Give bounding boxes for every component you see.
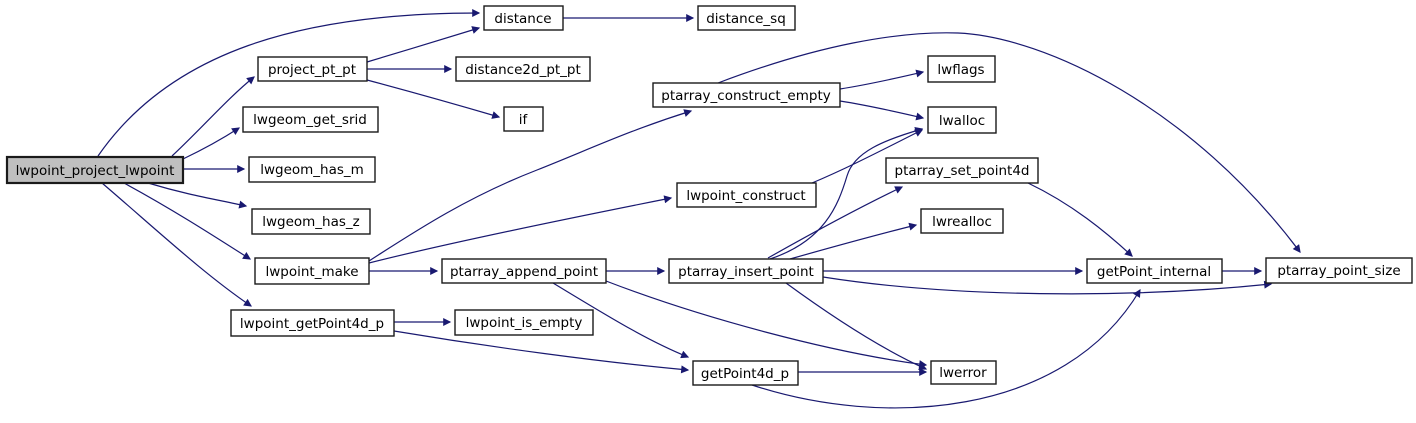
node-box xyxy=(920,208,1004,234)
node-label: lwerror xyxy=(939,365,987,381)
node-box xyxy=(1086,258,1223,284)
node-lwpoint_make[interactable]: lwpoint_make xyxy=(254,257,370,285)
edge-lwpoint_construct-lwalloc xyxy=(811,129,924,184)
node-label: lwpoint_project_lwpoint xyxy=(16,163,175,179)
node-box xyxy=(455,56,591,82)
node-if[interactable]: if xyxy=(503,106,544,132)
node-label: lwgeom_has_z xyxy=(262,214,360,230)
edge-ptarray_insert_point-ptarray_point_size xyxy=(822,276,1273,295)
edge-ptarray_insert_point-lwalloc xyxy=(769,127,924,260)
edge-project_pt_pt-distance xyxy=(366,26,481,63)
node-lwpoint_construct[interactable]: lwpoint_construct xyxy=(676,182,817,208)
edge-ptarray_append_point-getPoint4d_p xyxy=(552,282,690,359)
node-box xyxy=(483,5,564,31)
node-box xyxy=(254,257,370,285)
node-ptarray_append_point[interactable]: ptarray_append_point xyxy=(441,258,607,284)
node-box xyxy=(927,106,997,134)
node-getPoint_internal[interactable]: getPoint_internal xyxy=(1086,258,1223,284)
edge-ptarray_append_point-lwerror xyxy=(605,280,928,369)
node-label: lwpoint_is_empty xyxy=(466,315,583,331)
node-box xyxy=(257,56,368,82)
edge-getPoint4d_p-getPoint_internal xyxy=(751,288,1141,409)
edge-lwpoint_make-ptarray_construct_empty xyxy=(368,109,693,262)
edge-project_pt_pt-if xyxy=(366,79,501,119)
node-box xyxy=(676,182,817,208)
node-label: distance_sq xyxy=(706,11,786,27)
node-box xyxy=(454,309,594,336)
node-box xyxy=(248,156,376,183)
node-label: lwgeom_get_srid xyxy=(253,112,367,128)
node-box xyxy=(251,208,371,235)
edge-ptarray_construct_empty-ptarray_point_size xyxy=(717,32,1301,253)
edge-lwpoint_getPoint4d_p-getPoint4d_p xyxy=(393,330,690,374)
node-lwgeom_has_m[interactable]: lwgeom_has_m xyxy=(248,156,376,183)
edge-ptarray_construct_empty-lwalloc xyxy=(839,100,925,121)
edge-ptarray_insert_point-ptarray_set_point4d xyxy=(767,186,904,259)
edges-layer xyxy=(97,9,1301,409)
node-ptarray_construct_empty[interactable]: ptarray_construct_empty xyxy=(652,82,841,108)
node-box xyxy=(652,82,841,108)
node-label: ptarray_set_point4d xyxy=(895,163,1030,179)
node-box xyxy=(242,106,379,133)
node-getPoint4d_p[interactable]: getPoint4d_p xyxy=(692,360,799,386)
edge-ptarray_set_point4d-getPoint_internal xyxy=(1027,182,1133,257)
edge-lwpoint_project_lwpoint-lwpoint_getPoint4d_p xyxy=(101,182,252,307)
node-label: lwpoint_make xyxy=(265,264,358,280)
node-lwgeom_get_srid[interactable]: lwgeom_get_srid xyxy=(242,106,379,133)
nodes-layer: lwpoint_project_lwpoint project_pt_pt di… xyxy=(5,5,1413,386)
node-label: ptarray_construct_empty xyxy=(661,88,830,104)
node-box xyxy=(1265,257,1413,284)
node-lwgeom_has_z[interactable]: lwgeom_has_z xyxy=(251,208,371,235)
node-lwpoint_getPoint4d_p[interactable]: lwpoint_getPoint4d_p xyxy=(230,309,395,337)
edge-ptarray_insert_point-lwerror xyxy=(785,282,928,370)
edge-ptarray_construct_empty-lwflags xyxy=(839,69,925,90)
edge-ptarray_insert_point-lwrealloc xyxy=(789,222,918,260)
node-label: project_pt_pt xyxy=(268,62,356,78)
node-lwrealloc[interactable]: lwrealloc xyxy=(920,208,1004,234)
node-label: distance xyxy=(494,11,551,27)
node-lwalloc[interactable]: lwalloc xyxy=(927,106,997,134)
node-label: ptarray_point_size xyxy=(1277,263,1400,279)
node-label: lwgeom_has_m xyxy=(260,162,364,178)
node-box xyxy=(692,360,799,386)
node-label: distance2d_pt_pt xyxy=(465,62,581,78)
node-box xyxy=(441,258,607,284)
node-label: lwpoint_construct xyxy=(686,188,805,204)
node-label: lwrealloc xyxy=(932,214,992,230)
node-ptarray_point_size[interactable]: ptarray_point_size xyxy=(1265,257,1413,284)
edge-lwpoint_project_lwpoint-distance xyxy=(97,9,481,157)
node-label: lwalloc xyxy=(939,113,985,129)
node-label: lwflags xyxy=(937,62,984,78)
node-box xyxy=(930,360,997,385)
node-label: ptarray_append_point xyxy=(450,264,598,280)
edge-lwpoint_project_lwpoint-lwgeom_get_srid xyxy=(182,127,241,160)
node-label: if xyxy=(519,112,529,128)
node-distance[interactable]: distance xyxy=(483,5,564,31)
node-lwpoint_project_lwpoint[interactable]: lwpoint_project_lwpoint xyxy=(5,155,185,185)
edge-lwpoint_project_lwpoint-project_pt_pt xyxy=(171,76,255,157)
node-box xyxy=(503,106,544,132)
edge-lwpoint_project_lwpoint-lwgeom_has_z xyxy=(147,182,248,209)
node-ptarray_insert_point[interactable]: ptarray_insert_point xyxy=(668,258,824,284)
node-label: ptarray_insert_point xyxy=(678,264,814,280)
node-label: getPoint_internal xyxy=(1097,264,1211,280)
node-ptarray_set_point4d[interactable]: ptarray_set_point4d xyxy=(885,157,1039,184)
node-box xyxy=(668,258,824,284)
node-label: lwpoint_getPoint4d_p xyxy=(240,316,384,332)
node-box xyxy=(927,55,996,83)
node-lwflags[interactable]: lwflags xyxy=(927,55,996,83)
node-box xyxy=(697,5,796,31)
edge-lwpoint_make-lwpoint_construct xyxy=(368,195,673,264)
node-box xyxy=(230,309,395,337)
node-distance2d_pt_pt[interactable]: distance2d_pt_pt xyxy=(455,56,591,82)
edge-lwpoint_project_lwpoint-lwpoint_make xyxy=(123,182,252,260)
node-distance_sq[interactable]: distance_sq xyxy=(697,5,796,31)
node-project_pt_pt[interactable]: project_pt_pt xyxy=(257,56,368,82)
node-box xyxy=(885,157,1039,184)
node-lwerror[interactable]: lwerror xyxy=(930,360,997,385)
node-box xyxy=(5,155,185,185)
node-lwpoint_is_empty[interactable]: lwpoint_is_empty xyxy=(454,309,594,336)
node-label: getPoint4d_p xyxy=(701,366,789,382)
